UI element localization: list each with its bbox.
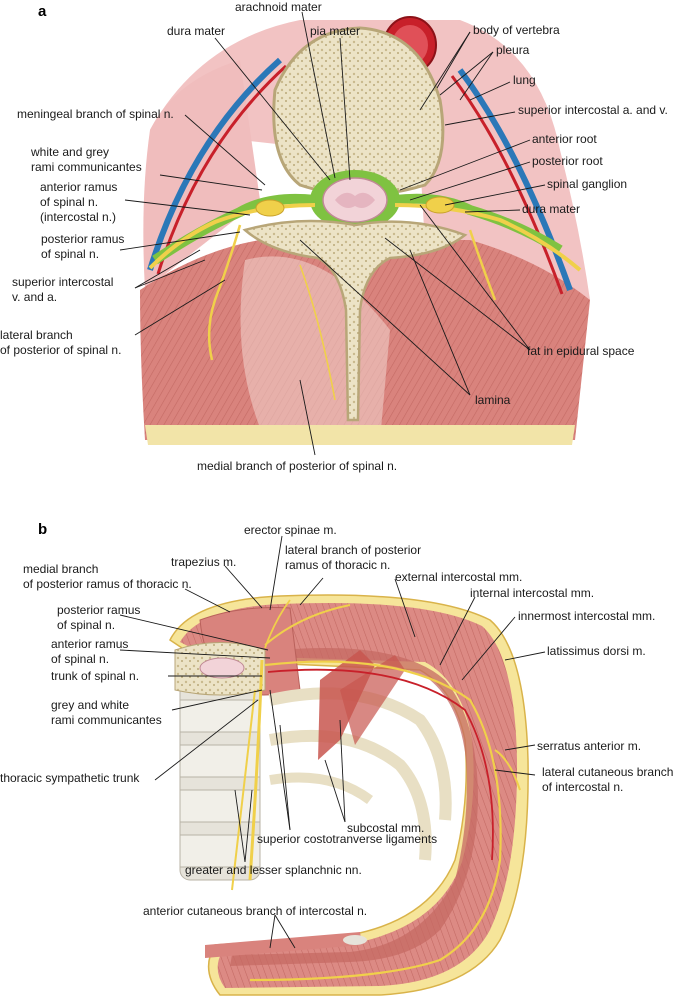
intercostal-vessel-red bbox=[267, 668, 494, 861]
label-anterior-ramus-2: of spinal n. bbox=[40, 195, 98, 209]
label-lateral-branch-b-1: lateral branch of posterior bbox=[285, 543, 421, 557]
label-posterior-ramus-b-2: of spinal n. bbox=[57, 618, 115, 632]
label-anterior-root: anterior root bbox=[532, 132, 597, 146]
rib-upper bbox=[268, 687, 452, 821]
label-spinal-ganglion: spinal ganglion bbox=[547, 177, 627, 191]
label-rami-communicantes-1: white and grey bbox=[30, 145, 109, 159]
label-internal-intercostal: internal intercostal mm. bbox=[470, 586, 594, 600]
leader-lines-a bbox=[119, 11, 546, 456]
pleura-line-left bbox=[147, 57, 282, 271]
label-innermost-intercostal: innermost intercostal mm. bbox=[518, 609, 655, 623]
label-sup-costotrans: superior costotranverse ligaments bbox=[257, 832, 437, 846]
label-external-intercostal: external intercostal mm. bbox=[395, 570, 522, 584]
vertebral-body bbox=[272, 26, 445, 197]
intercostal-nerve bbox=[249, 660, 502, 982]
label-meningeal-branch: meningeal branch of spinal n. bbox=[17, 107, 174, 121]
label-body-of-vertebra: body of vertebra bbox=[473, 23, 560, 37]
label-trapezius: trapezius m. bbox=[171, 555, 236, 569]
panel-a: a bbox=[0, 0, 668, 473]
label-posterior-ramus-1: posterior ramus bbox=[41, 232, 124, 246]
label-lamina: lamina bbox=[475, 393, 511, 407]
posterior-ramus-branch bbox=[207, 224, 242, 361]
label-superior-intercostal-va-2: v. and a. bbox=[12, 290, 57, 304]
label-trunk-spinal-n: trunk of spinal n. bbox=[51, 669, 139, 683]
label-superior-intercostal-va-1: superior intercostal bbox=[12, 275, 113, 289]
label-rami-communicantes-2: rami communicantes bbox=[31, 160, 142, 174]
label-lateral-branch-b-2: ramus of thoracic n. bbox=[285, 558, 390, 572]
label-grey-white-2: rami communicantes bbox=[51, 713, 162, 727]
label-medial-branch-b-2: of posterior ramus of thoracic n. bbox=[23, 577, 192, 591]
label-grey-white-1: grey and white bbox=[51, 698, 129, 712]
label-anterior-cutaneous: anterior cutaneous branch of intercostal… bbox=[143, 904, 367, 918]
lateral-cutaneous-nerve bbox=[494, 749, 521, 791]
pleura-line-right bbox=[457, 68, 573, 292]
splanchnic-nerves bbox=[231, 689, 256, 891]
label-anterior-ramus-1: anterior ramus bbox=[40, 180, 117, 194]
panel-b: b bbox=[0, 521, 673, 996]
label-splanchnic: greater and lesser splanchnic nn. bbox=[185, 863, 362, 877]
label-superior-intercostal-av: superior intercostal a. and v. bbox=[518, 103, 668, 117]
label-arachnoid-mater: arachnoid mater bbox=[235, 0, 322, 14]
spinal-ganglion-a bbox=[425, 196, 455, 214]
label-lateral-branch-1: lateral branch bbox=[0, 328, 73, 342]
label-anterior-ramus-b-2: of spinal n. bbox=[51, 652, 109, 666]
label-dura-mater-top: dura mater bbox=[167, 24, 225, 38]
skin-layer-a bbox=[145, 425, 575, 445]
label-medial-branch-b-1: medial branch bbox=[23, 562, 98, 576]
label-anterior-ramus-b-1: anterior ramus bbox=[51, 637, 128, 651]
label-latissimus-dorsi: latissimus dorsi m. bbox=[547, 644, 646, 658]
label-erector-spinae: erector spinae m. bbox=[244, 523, 337, 537]
label-subcostal: subcostal mm. bbox=[347, 821, 424, 835]
label-anterior-ramus-3: (intercostal n.) bbox=[40, 210, 116, 224]
label-thoracic-sympathetic: thoracic sympathetic trunk bbox=[0, 771, 140, 785]
panel-a-letter: a bbox=[38, 3, 47, 20]
label-posterior-root: posterior root bbox=[532, 154, 603, 168]
pleura-red-right bbox=[450, 75, 564, 295]
anterior-wall-section bbox=[205, 932, 362, 958]
panel-b-letter: b bbox=[38, 521, 47, 538]
label-pia-mater: pia mater bbox=[310, 24, 360, 38]
label-dura-mater-right: dura mater bbox=[522, 202, 580, 216]
sympathetic-trunk bbox=[248, 659, 264, 881]
label-lateral-cutaneous-2: of intercostal n. bbox=[542, 780, 623, 794]
label-medial-branch: medial branch of posterior of spinal n. bbox=[197, 459, 397, 473]
chest-wall-outer bbox=[169, 594, 529, 996]
rib-lower bbox=[268, 729, 432, 861]
label-lateral-cutaneous-1: lateral cutaneous branch bbox=[542, 765, 673, 779]
label-lung: lung bbox=[513, 73, 536, 87]
label-fat-epidural: fat in epidural space bbox=[527, 344, 635, 358]
label-lateral-branch-2: of posterior of spinal n. bbox=[0, 343, 121, 357]
label-serratus-anterior: serratus anterior m. bbox=[537, 739, 641, 753]
label-posterior-ramus-b-1: posterior ramus bbox=[57, 603, 140, 617]
label-pleura: pleura bbox=[496, 43, 530, 57]
leader-lines-b bbox=[119, 535, 546, 949]
label-posterior-ramus-2: of spinal n. bbox=[41, 247, 99, 261]
